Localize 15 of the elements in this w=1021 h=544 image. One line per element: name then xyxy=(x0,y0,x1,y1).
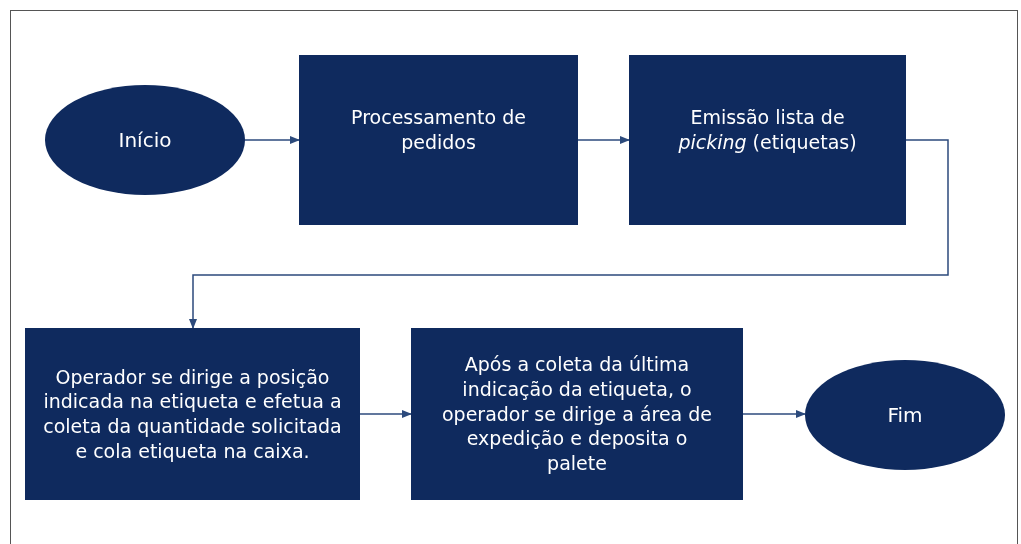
node-label: Operador se dirige a posição indicada na etiqueta e efetua a coleta da quantidade solicitada e cola etiqueta na caixa. xyxy=(43,364,342,464)
node-label: Após a coleta da última indicação da etiqueta, o operador se dirige a área de expedição e deposita o palete xyxy=(441,352,713,476)
process-box xyxy=(25,328,360,500)
arrow xyxy=(742,410,806,418)
node-label: Fim xyxy=(887,402,923,428)
arrow xyxy=(189,139,949,329)
process-box xyxy=(411,328,743,500)
process-box xyxy=(629,55,906,225)
process-box xyxy=(299,55,578,225)
node-label: Processamento de pedidos xyxy=(350,105,527,155)
node-label: Emissão lista de picking (etiquetas) xyxy=(677,105,858,155)
arrow xyxy=(577,136,630,144)
node-label: Início xyxy=(118,127,172,153)
arrow xyxy=(359,410,412,418)
arrow xyxy=(244,136,300,144)
